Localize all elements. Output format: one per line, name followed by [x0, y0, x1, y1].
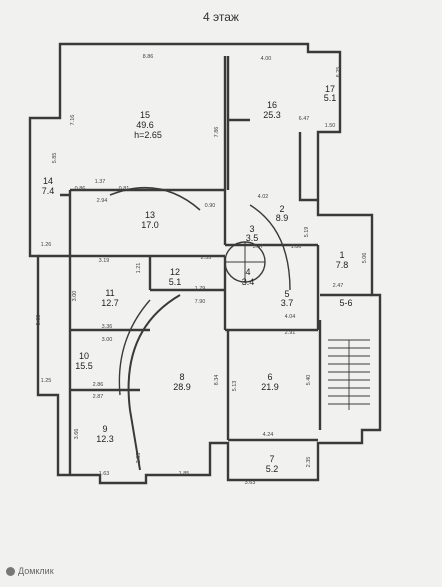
room-area-8: 28.9 [173, 382, 191, 392]
dim-label: 2.94 [97, 198, 108, 204]
dim-label: 2.53 [201, 255, 212, 261]
inner-wall [148, 245, 320, 442]
room-number-14: 14 [43, 176, 53, 186]
watermark: Домклик [6, 566, 54, 576]
dim-label: 2.91 [285, 330, 296, 336]
dim-label-vertical: 6.25 [336, 67, 342, 78]
dim-label: 7.90 [195, 299, 206, 305]
room-number-3: 3 [249, 224, 254, 234]
dim-label-vertical: 7.16 [70, 115, 76, 126]
room-height-15: h=2.65 [134, 130, 162, 140]
room-number-16: 16 [267, 100, 277, 110]
dim-label-vertical: 5.06 [362, 253, 368, 264]
dim-label: 4.24 [263, 432, 274, 438]
room-area-3: 3.5 [246, 233, 259, 243]
watermark-text: Домклик [18, 566, 54, 576]
dim-label: 3.19 [99, 258, 110, 264]
room-area-5: 3.7 [281, 298, 294, 308]
room-number-10: 10 [79, 351, 89, 361]
room-number-17: 17 [325, 84, 335, 94]
arc-wall [127, 294, 181, 471]
dim-label: 1.79 [195, 286, 206, 292]
logo-icon [6, 566, 15, 576]
room-number-5-6: 5-6 [339, 298, 352, 308]
outer-wall [28, 42, 382, 485]
dim-label: 0.90 [205, 203, 216, 209]
dim-label: 8.86 [143, 54, 154, 60]
dim-label: 3.36 [102, 324, 113, 330]
dim-label: 2.86 [93, 382, 104, 388]
room-area-4: 3.4 [242, 277, 255, 287]
dim-label-vertical: 5.13 [232, 381, 238, 392]
dim-label: 3.47 [253, 244, 264, 250]
room-number-12: 12 [170, 267, 180, 277]
room-area-12: 5.1 [169, 277, 182, 287]
arc-wall [249, 204, 291, 291]
dim-label: 1.50 [325, 123, 336, 129]
arc-wall [109, 186, 201, 211]
dim-label: 4.00 [261, 56, 272, 62]
dim-label: 3.63 [245, 480, 256, 486]
dim-label: 3.00 [102, 337, 113, 343]
floor-title: 4 этаж [203, 10, 239, 24]
dim-label-vertical: 5.85 [36, 315, 42, 326]
dim-label-vertical: 3.00 [72, 291, 78, 302]
dim-label-vertical: 7.86 [214, 127, 220, 138]
room-number-1: 1 [339, 250, 344, 260]
room-area-7: 5.2 [266, 464, 279, 474]
dim-label: 1.37 [95, 179, 106, 185]
dim-label-vertical: 8.34 [214, 375, 220, 386]
dim-label: 1.86 [291, 244, 302, 250]
dim-label-vertical: 5.19 [304, 227, 310, 238]
room-number-8: 8 [179, 372, 184, 382]
room-area-6: 21.9 [261, 382, 279, 392]
dim-label-vertical: 5.40 [306, 375, 312, 386]
dim-label: 1.26 [41, 242, 52, 248]
dim-label: 0.86 [75, 186, 86, 192]
room-area-9: 12.3 [96, 434, 114, 444]
room-number-9: 9 [102, 424, 107, 434]
dim-label: 4.02 [258, 194, 269, 200]
dim-label: 2.87 [93, 394, 104, 400]
staircase [328, 339, 370, 410]
room-number-7: 7 [269, 454, 274, 464]
dim-label: 1.85 [179, 471, 190, 477]
room-area-16: 25.3 [263, 110, 281, 120]
dim-label: 2.47 [333, 283, 344, 289]
dim-label: 0.81 [119, 186, 130, 192]
arc-wall [118, 299, 151, 396]
dim-label-vertical: 2.35 [136, 453, 142, 464]
dim-label-vertical: 5.85 [52, 153, 58, 164]
dim-label: 4.04 [285, 314, 296, 320]
room-number-5: 5 [284, 289, 289, 299]
room-number-11: 11 [105, 288, 114, 298]
dim-label: 6.47 [299, 116, 310, 122]
room-area-15: 49.6 [136, 120, 154, 130]
room-area-14: 7.4 [42, 186, 55, 196]
room-area-10: 15.5 [75, 361, 93, 371]
room-number-2: 2 [279, 204, 284, 214]
dim-label: 1.63 [99, 471, 110, 477]
room-number-13: 13 [145, 210, 155, 220]
room-area-13: 17.0 [141, 220, 159, 230]
inner-wall [60, 56, 318, 247]
room-area-2: 8.9 [276, 213, 289, 223]
room-number-15: 15 [140, 110, 150, 120]
inner-wall [38, 190, 225, 475]
dim-label-vertical: 1.21 [136, 263, 142, 274]
dim-label-vertical: 2.35 [306, 457, 312, 468]
room-area-1: 7.8 [336, 260, 349, 270]
inner-wall [318, 293, 372, 430]
room-area-11: 12.7 [101, 298, 119, 308]
room-number-6: 6 [267, 372, 272, 382]
room-number-4: 4 [245, 267, 250, 277]
room-area-17: 5.1 [324, 93, 337, 103]
dim-label-vertical: 3.66 [74, 429, 80, 440]
dim-label: 1.25 [41, 378, 52, 384]
